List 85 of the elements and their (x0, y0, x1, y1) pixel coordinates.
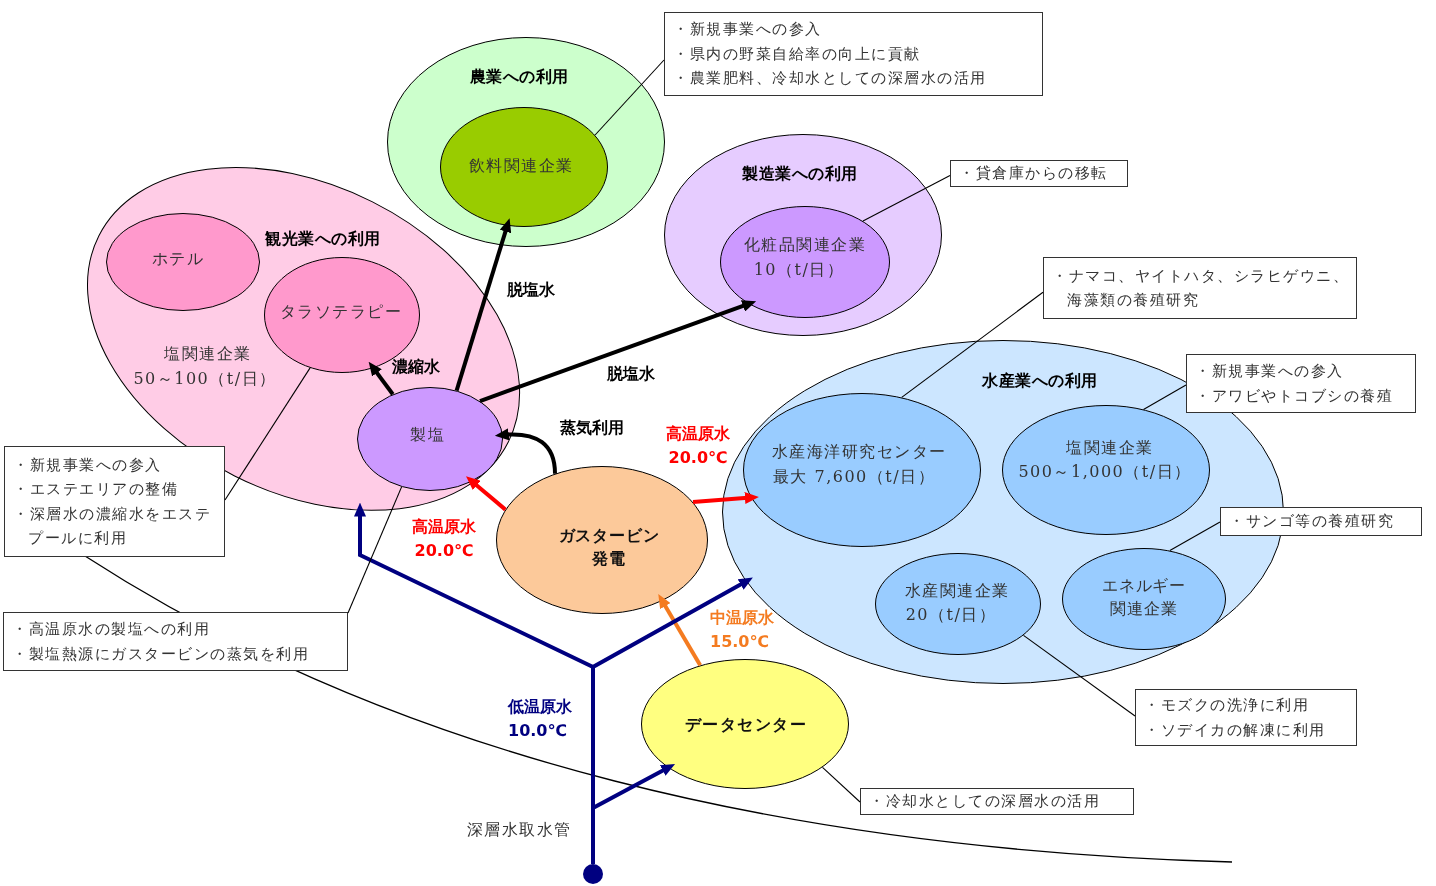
node-label: ホテル (151, 248, 205, 271)
facility-ellipse (106, 213, 260, 311)
node-label: 製塩 (410, 424, 446, 447)
arrow (454, 218, 512, 392)
note-box (664, 12, 1043, 96)
note-text: ・県内の野菜自給率の向上に貢献 (673, 43, 922, 65)
edge-label: 高温原水 20.0℃ (412, 516, 476, 562)
note-box (860, 788, 1134, 815)
note-text: ・新規事業への参入 (673, 19, 823, 41)
note-text: ・新規事業への参入 (13, 454, 163, 476)
leader-line (347, 486, 403, 614)
pipe-end-dot (583, 864, 603, 884)
leader-line (1142, 384, 1187, 410)
node-label: 水産海洋研究センター (771, 441, 947, 464)
quantity-label: 50～100（t/日） (133, 368, 277, 391)
sector-ellipse (664, 134, 942, 336)
note-text: ・サンゴ等の養殖研究 (1229, 511, 1395, 533)
category-title: 製造業への利用 (742, 163, 858, 186)
company-ellipse (1062, 548, 1226, 650)
note-text: ・冷却水としての深層水の活用 (869, 791, 1101, 813)
pipe-arrow (591, 763, 676, 864)
node-label: データセンター (684, 714, 808, 737)
sector-ellipse (387, 37, 665, 247)
node-label: タラソテラピー (279, 301, 403, 324)
note-text: ・アワビやトコブシの養殖 (1195, 385, 1394, 407)
category-title: 水産業への利用 (982, 370, 1098, 393)
edge-label: 中温原水 15.0℃ (710, 607, 774, 653)
category-title: 観光業への利用 (265, 228, 381, 251)
leader-line (224, 367, 311, 501)
note-text: ・エステエリアの整備 (13, 479, 179, 500)
arrow (479, 300, 757, 403)
company-ellipse (440, 107, 608, 227)
leader-line (1169, 521, 1221, 552)
edge-label: 蒸気利用 (560, 417, 624, 439)
node-label: 化粧品関連企業 (743, 234, 867, 257)
facility-ellipse (641, 659, 849, 789)
note-text: ・ナマコ、ヤイトハタ、シラヒゲウニ、海藻類の養殖研究 (1052, 265, 1350, 311)
quantity-label: 最大 7,600（t/日） (772, 466, 936, 489)
node-label: 塩関連企業 (164, 343, 252, 366)
note-text: ・製塩熱源にガスタービンの蒸気を利用 (12, 643, 310, 665)
leader-line (1022, 634, 1136, 717)
arrow (692, 492, 759, 504)
company-ellipse (1002, 405, 1210, 535)
company-ellipse (875, 553, 1041, 655)
arrow (466, 476, 507, 512)
note-text: ・農業肥料、冷却水としての深層水の活用 (673, 68, 988, 90)
company-ellipse (720, 206, 890, 318)
edge-label: 高温原水 20.0℃ (666, 423, 730, 469)
leader-line (821, 766, 861, 803)
node-label: ガスタービン発電 (557, 524, 661, 570)
note-box (1043, 257, 1357, 319)
edge-label: 脱塩水 (607, 363, 655, 385)
node-label: エネルギー関連企業 (1101, 574, 1187, 620)
note-box (1135, 689, 1357, 746)
note-text: ・モズクの洗浄に利用 (1144, 695, 1310, 716)
arrow (658, 594, 702, 667)
note-text: ・新規事業への参入 (1195, 361, 1345, 382)
quantity-label: 20（t/日） (905, 604, 997, 627)
category-title: 農業への利用 (469, 66, 569, 89)
node-label: 水産関連企業 (904, 580, 1010, 603)
pipe-label: 深層水取水管 (466, 819, 572, 841)
note-text: ・深層水の濃縮水をエステプールに利用 (13, 503, 212, 549)
note-box (1220, 507, 1422, 536)
note-text: ・高温原水の製塩への利用 (12, 619, 211, 640)
note-box (1186, 354, 1416, 413)
company-ellipse (743, 393, 981, 547)
edge-label: 濃縮水 (392, 356, 440, 378)
flow-label: 低温原水 10.0℃ (508, 696, 572, 742)
note-text: ・貸倉庫からの移転 (959, 163, 1109, 185)
note-box (3, 612, 348, 671)
facility-ellipse (496, 466, 708, 614)
leader-line (862, 174, 951, 222)
curved-arrow (494, 428, 557, 474)
process-ellipse (357, 387, 503, 491)
quantity-label: 10（t/日） (753, 259, 845, 282)
note-box (950, 160, 1128, 187)
quantity-label: 500～1,000（t/日） (1018, 461, 1192, 484)
leader-line (594, 59, 665, 136)
note-box (4, 446, 225, 557)
arrow (368, 361, 395, 396)
node-label: 飲料関連企業 (468, 155, 574, 178)
note-text: ・ソデイカの解凍に利用 (1144, 719, 1327, 741)
node-label: 塩関連企業 (1066, 437, 1154, 460)
edge-label: 脱塩水 (507, 279, 555, 301)
leader-line (901, 291, 1044, 398)
